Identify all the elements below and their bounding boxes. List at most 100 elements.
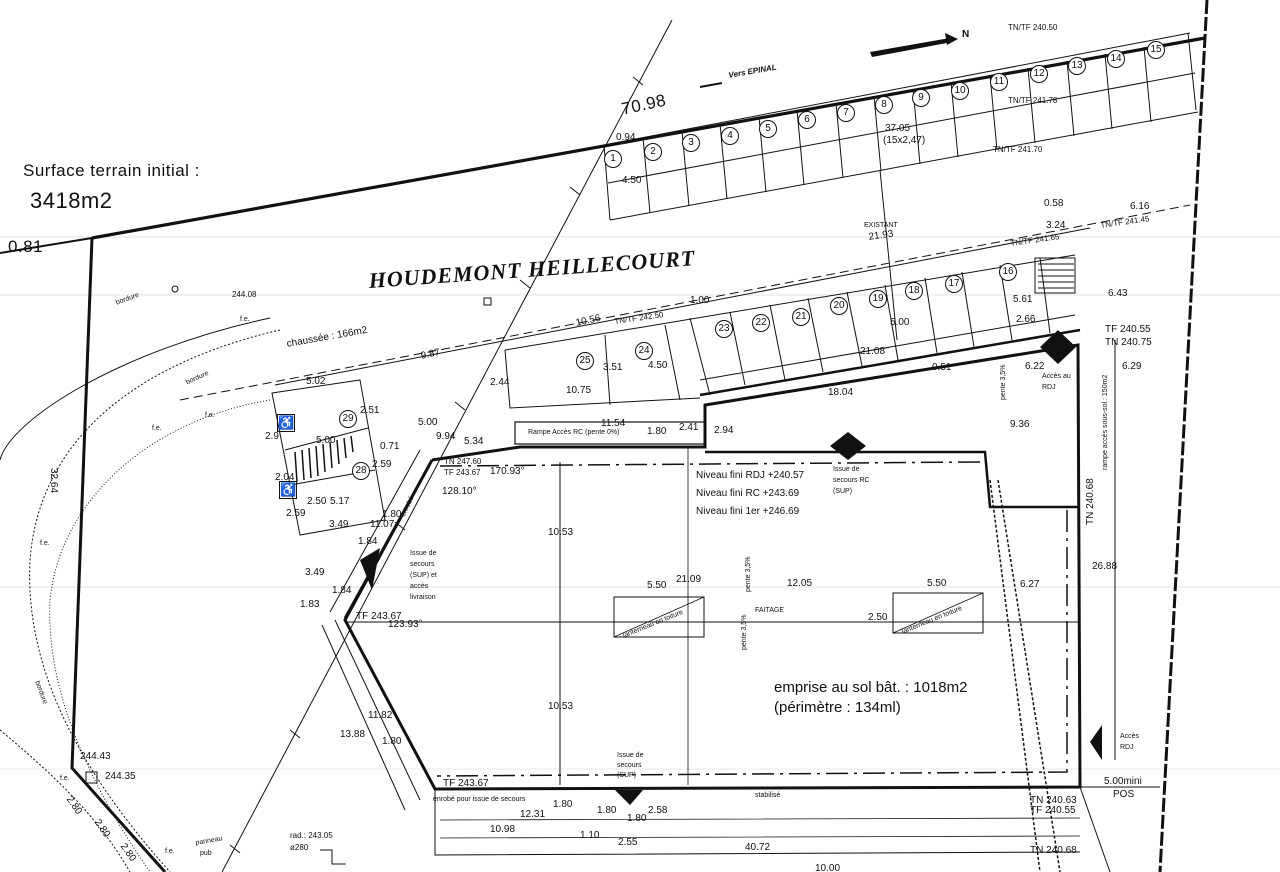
- dimension-label: 9.94: [436, 431, 456, 442]
- exit-marker-icon: [830, 432, 866, 460]
- dimension-label: 5.00: [418, 417, 438, 428]
- parking-space-number: 25: [576, 352, 594, 370]
- dimension-label: 0.71: [380, 441, 400, 452]
- north-label: N: [962, 29, 970, 40]
- annotation-label: (SUP) et: [410, 572, 437, 579]
- dimension-label: 2.94: [714, 425, 734, 436]
- dimension-label: 4.50: [648, 360, 668, 371]
- elevation-label: TN/TF 241.78: [1008, 96, 1058, 105]
- annotation-label: Rampe Accès RC (pente 0%): [528, 429, 620, 436]
- parking-space-number: 9: [912, 89, 930, 107]
- dimension-label: 1.84: [332, 585, 352, 596]
- elevation-label: 244.43: [80, 751, 111, 762]
- parking-space-number: 12: [1030, 65, 1048, 83]
- dimension-label: 5.34: [464, 436, 484, 447]
- parking-space-number: 6: [798, 111, 816, 129]
- dimension-label: 3.51: [603, 362, 623, 373]
- exit-marker-icon: [360, 548, 380, 590]
- dimension-label: 37.05: [885, 123, 911, 134]
- parking-space-number: 14: [1107, 50, 1125, 68]
- annotation-label: f.e.: [60, 775, 70, 782]
- dimension-label: 6.29: [1122, 361, 1142, 372]
- dimension-label: 11.54: [601, 418, 626, 429]
- parking-space-number: 13: [1068, 57, 1086, 75]
- annotation-label: f.e.: [40, 540, 50, 547]
- property-boundary: [0, 0, 1209, 872]
- building-perimeter: (périmètre : 134ml): [774, 699, 901, 716]
- annotation-label: pub: [200, 850, 212, 857]
- dimension-label: 10.98: [490, 824, 516, 835]
- dimension-label: 18.04: [828, 387, 854, 398]
- parking-space-number: 23: [715, 320, 733, 338]
- parking-space-number: 3: [682, 134, 700, 152]
- annotation-label: f.e.: [165, 848, 175, 855]
- dimension-label: 32.64: [48, 468, 59, 494]
- elevation-label: TF 240.55: [1105, 324, 1151, 335]
- dimension-label: (15x2,47): [883, 135, 926, 146]
- level-rdj: Niveau fini RDJ +240.57: [696, 470, 805, 481]
- dimension-label: 0.81: [8, 237, 44, 256]
- dimension-label: 0.51: [932, 362, 952, 373]
- road-lines: [0, 204, 1191, 872]
- parking-row-middle: [504, 257, 1081, 409]
- dimension-label: 2.55: [618, 837, 638, 848]
- level-rc: Niveau fini RC +243.69: [696, 488, 800, 499]
- annotation-label: secours RC: [833, 477, 870, 484]
- annotation-label: pente 3,5%: [1000, 364, 1007, 400]
- annotation-label: accès: [410, 583, 429, 590]
- dimension-label: 1.83: [300, 599, 320, 610]
- elevation-label: TF 240.55: [1030, 805, 1076, 816]
- dimension-label: 6.16: [1130, 201, 1150, 212]
- elevation-label: ø280: [290, 843, 309, 852]
- north-arrow-icon: [699, 33, 958, 88]
- elevation-label: TF 243.67: [443, 778, 489, 789]
- annotation-label: (SUP): [833, 488, 853, 495]
- parking-space-number: 2: [644, 143, 662, 161]
- dimension-label: 2.66: [1016, 314, 1036, 325]
- access-marker-icon: [1040, 330, 1076, 364]
- dimension-label: 2.44: [490, 377, 510, 388]
- annotation-label: rampe accès sous-sol : 150m2: [1102, 374, 1109, 470]
- dimension-label: 3.49: [305, 567, 325, 578]
- dimension-label: 5.50: [927, 578, 947, 589]
- dimension-label: 10.53: [548, 701, 574, 712]
- elevation-label: TF 243.67: [356, 611, 402, 622]
- elevation-label: TF 243.67: [444, 468, 481, 477]
- dimension-label: 3.49: [329, 519, 349, 530]
- parking-space-number: 22: [752, 314, 770, 332]
- dimension-label: 2.50: [868, 612, 888, 623]
- elevation-label: 244.35: [105, 771, 136, 782]
- dimension-label: 40.72: [745, 842, 771, 853]
- annotation-label: Issue de: [617, 752, 644, 759]
- parking-space-number: 28: [352, 462, 370, 480]
- dimension-label: 12.31: [520, 809, 546, 820]
- parking-space-number: 7: [837, 104, 855, 122]
- parking-space-number: 24: [635, 342, 653, 360]
- parking-space-number: 17: [945, 275, 963, 293]
- dimension-label: 5.17: [330, 496, 350, 507]
- parking-space-number: 21: [792, 308, 810, 326]
- dimension-label: 3.24: [1046, 220, 1066, 231]
- annotation-label: RDJ: [1042, 384, 1056, 391]
- dimension-label: 1.84: [358, 536, 378, 547]
- annotation-label: pente 3,5%: [741, 614, 748, 650]
- annotation-label: Issue de: [833, 466, 860, 473]
- annotation-label: f.e.: [240, 316, 250, 323]
- dimension-label: 21.09: [676, 574, 702, 585]
- angle-label: 123.93°: [388, 619, 423, 630]
- parking-space-number: 20: [830, 297, 848, 315]
- annotation-label: RDJ: [1120, 744, 1134, 751]
- parking-space-number: 1: [604, 150, 622, 168]
- dimension-label: 1.80: [647, 426, 667, 437]
- dimension-label: 11.82: [368, 710, 393, 721]
- parking-space-number: 19: [869, 290, 887, 308]
- annotation-label: pente 3,5%: [745, 556, 752, 592]
- elevation-label: TN 240.68: [1030, 845, 1077, 856]
- elevation-label: TN/TF 240.50: [1008, 23, 1058, 32]
- dimension-label: 5.02: [306, 376, 326, 387]
- annotation-label: stabilisé: [755, 792, 781, 799]
- dimension-label: 11.07: [370, 519, 395, 530]
- elevation-label: TN 240.68: [1085, 478, 1096, 525]
- dimension-label: 13.88: [340, 729, 366, 740]
